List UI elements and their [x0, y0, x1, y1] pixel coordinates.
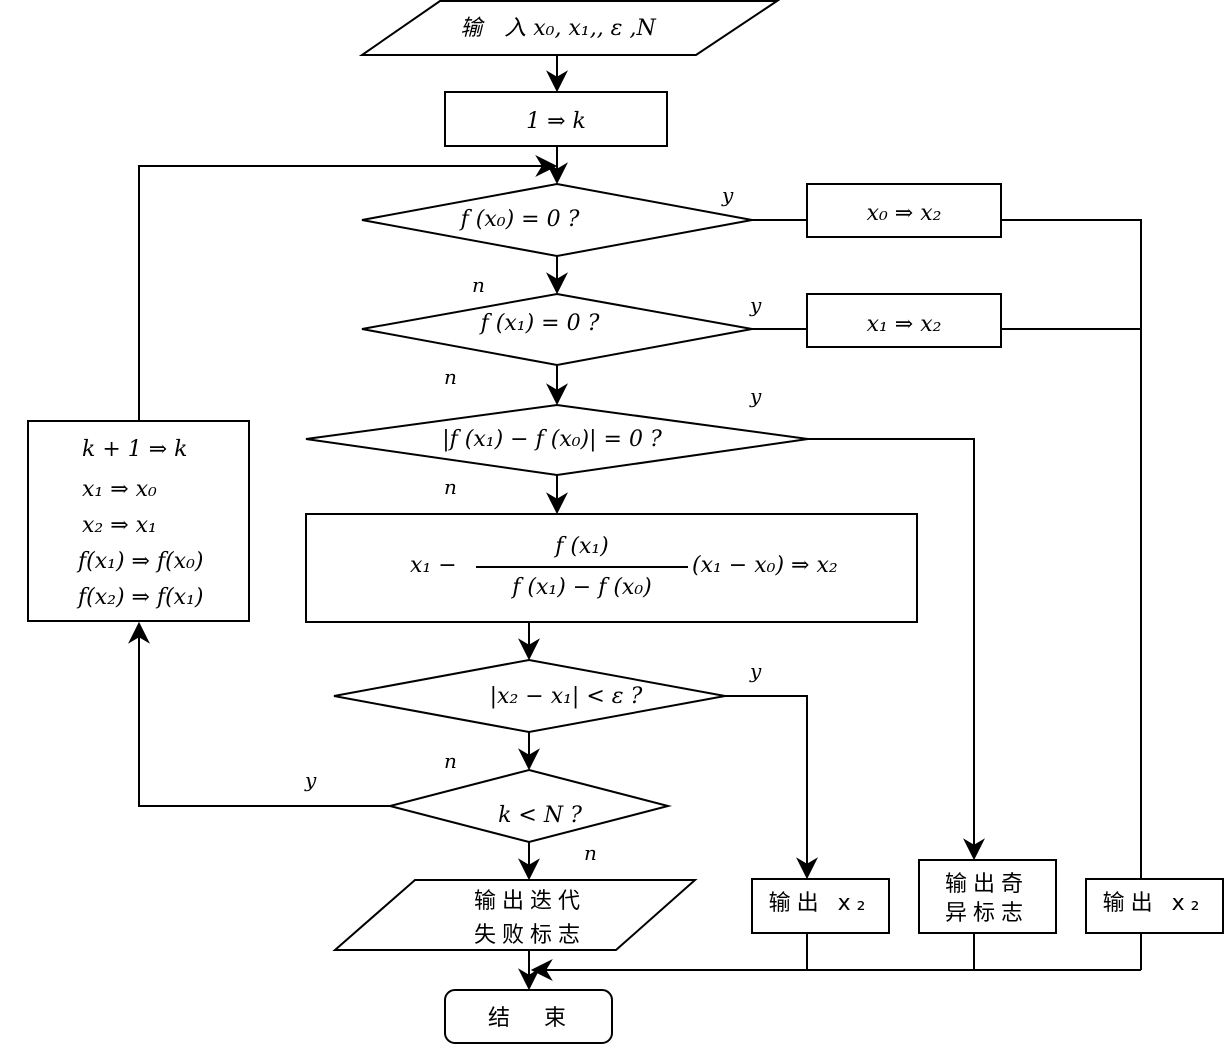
assign-x0-box — [806, 183, 1002, 238]
decision-diff — [305, 403, 809, 477]
singular-line-1: 输出奇 — [945, 872, 1029, 897]
update-line-3: x₂ ⇒ x₁ — [82, 513, 157, 538]
init-text: 1 ⇒ k — [526, 109, 586, 134]
secant-numerator: f (x₁) — [553, 534, 609, 559]
edge-diff-yes — [808, 438, 985, 861]
fail-parallelogram — [332, 879, 698, 951]
edge-labels: y n y n y n y n y n — [304, 183, 762, 865]
label-k-no: n — [584, 841, 597, 865]
update-line-4: f(x₁) ⇒ f(x₀) — [76, 549, 204, 574]
update-box — [27, 420, 250, 622]
assign-x1-text: x₁ ⇒ x₂ — [867, 312, 942, 337]
label-eps-yes: y — [749, 659, 762, 683]
update-line-2: x₁ ⇒ x₀ — [82, 477, 157, 502]
label-f1-no: n — [444, 365, 457, 389]
output-root-text: 输出 x₂ — [1103, 891, 1206, 916]
singular-box — [918, 859, 1057, 934]
update-line-5: f(x₂) ⇒ f(x₁) — [76, 585, 204, 610]
edge-eps-yes — [725, 695, 818, 880]
eps-text: |x₂ − x₁| < ε ? — [490, 684, 643, 709]
label-k-yes: y — [304, 768, 317, 792]
connectors — [128, 55, 1142, 991]
label-diff-yes: y — [749, 384, 762, 408]
decision-eps — [333, 658, 726, 734]
decision-k — [386, 768, 672, 844]
update-line-1: k + 1 ⇒ k — [82, 437, 188, 462]
input-parallelogram — [358, 0, 781, 56]
secant-denominator: f (x₁) − f (x₀) — [510, 575, 651, 600]
edge-k-yes — [128, 621, 390, 807]
label-f0-yes: y — [721, 183, 734, 207]
texts: 输 入 x₀, x₁,, ε ,N 1 ⇒ k f (x₀) = 0 ? f (… — [76, 16, 1206, 1031]
output-eps-box — [751, 878, 890, 934]
f0-text: f (x₀) = 0 ? — [459, 207, 580, 232]
edge-loop-back — [138, 155, 558, 420]
label-diff-no: n — [444, 475, 457, 499]
output-eps-text: 输出 x₂ — [769, 891, 872, 916]
secant-rhs: (x₁ − x₀) ⇒ x₂ — [692, 553, 838, 578]
secant-lhs: x₁ − — [410, 553, 457, 578]
edge-assign-x0-out — [1001, 219, 1142, 879]
init-box — [444, 91, 668, 147]
decision-f0 — [361, 182, 753, 258]
output-root-box — [1085, 878, 1224, 934]
fail-line-1: 输出迭代 — [474, 889, 586, 914]
f1-text: f (x₁) = 0 ? — [479, 311, 600, 336]
label-f1-yes: y — [749, 293, 762, 317]
decision-f1 — [361, 292, 753, 367]
label-eps-no: n — [444, 749, 457, 773]
k-text: k < N ? — [498, 803, 582, 828]
fail-line-2: 失败标志 — [474, 923, 586, 948]
singular-line-2: 异标志 — [945, 901, 1029, 926]
input-text: 输 入 x₀, x₁,, ε ,N — [460, 16, 656, 41]
end-terminal — [444, 989, 613, 1044]
assign-x0-text: x₀ ⇒ x₂ — [867, 201, 942, 226]
diff-text: |f (x₁) − f (x₀)| = 0 ? — [442, 427, 662, 452]
label-f0-no: n — [472, 273, 485, 297]
shapes — [27, 0, 1224, 1044]
assign-x1-box — [806, 293, 1002, 348]
end-text: 结 束 — [488, 1006, 572, 1031]
